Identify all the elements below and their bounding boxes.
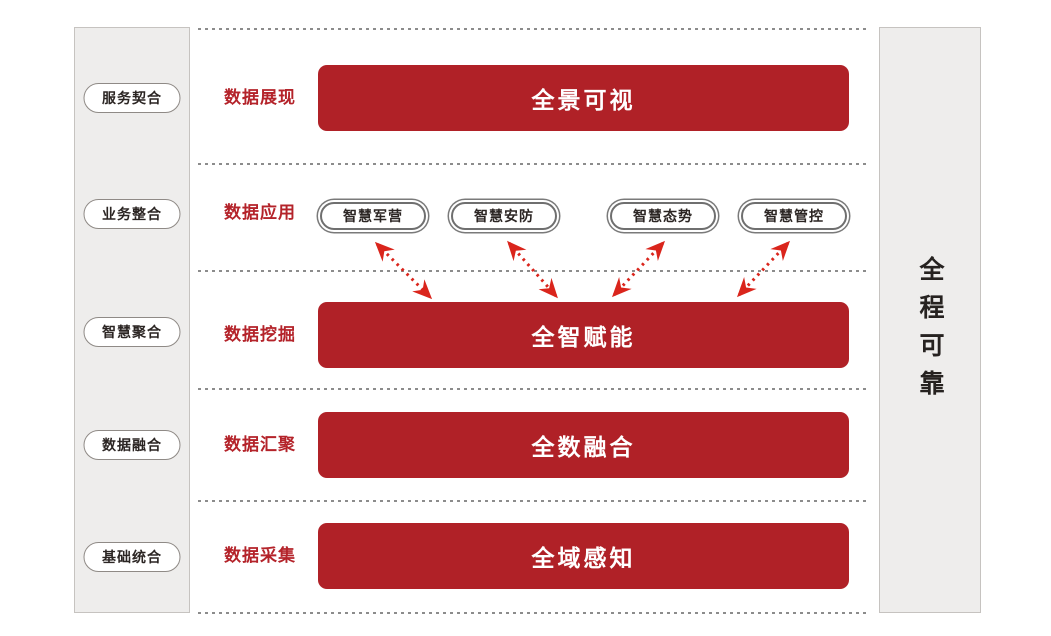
- side-pill-smart-aggregation: 智慧聚合: [83, 317, 181, 347]
- row-label-data-collection: 数据采集: [224, 546, 296, 565]
- side-pill-basic-unification: 基础统合: [83, 542, 181, 572]
- dotted-separator: [198, 270, 868, 272]
- app-pill-smart-control: 智慧管控: [741, 202, 847, 230]
- dotted-separator: [198, 612, 868, 614]
- side-pill-data-fusion: 数据融合: [83, 430, 181, 460]
- bar-full-domain-sensing: 全域感知: [318, 523, 849, 589]
- side-pill-service-fit: 服务契合: [83, 83, 181, 113]
- row-label-data-mining: 数据挖掘: [224, 325, 296, 344]
- vertical-label-full-reliability: 全程可靠: [916, 256, 944, 408]
- app-pill-smart-situation: 智慧态势: [610, 202, 716, 230]
- left-sidebar: 服务契合 业务整合 智慧聚合 数据融合 基础统合: [74, 27, 190, 613]
- bar-full-data-fusion: 全数融合: [318, 412, 849, 478]
- bar-full-intelligence: 全智赋能: [318, 302, 849, 368]
- row-label-data-convergence: 数据汇聚: [224, 435, 296, 454]
- bar-panoramic-visibility: 全景可视: [318, 65, 849, 131]
- app-pill-smart-barracks: 智慧军营: [320, 202, 426, 230]
- right-sidebar: 全程可靠: [879, 27, 981, 613]
- side-pill-business-integration: 业务整合: [83, 199, 181, 229]
- row-label-data-application: 数据应用: [224, 203, 296, 222]
- bidirectional-arrow: [611, 240, 666, 298]
- dotted-separator: [198, 163, 868, 165]
- row-label-data-presentation: 数据展现: [224, 88, 296, 107]
- dotted-separator: [198, 500, 868, 502]
- dotted-separator: [198, 28, 868, 30]
- app-pill-smart-security: 智慧安防: [451, 202, 557, 230]
- bidirectional-arrow: [736, 240, 791, 298]
- dotted-separator: [198, 388, 868, 390]
